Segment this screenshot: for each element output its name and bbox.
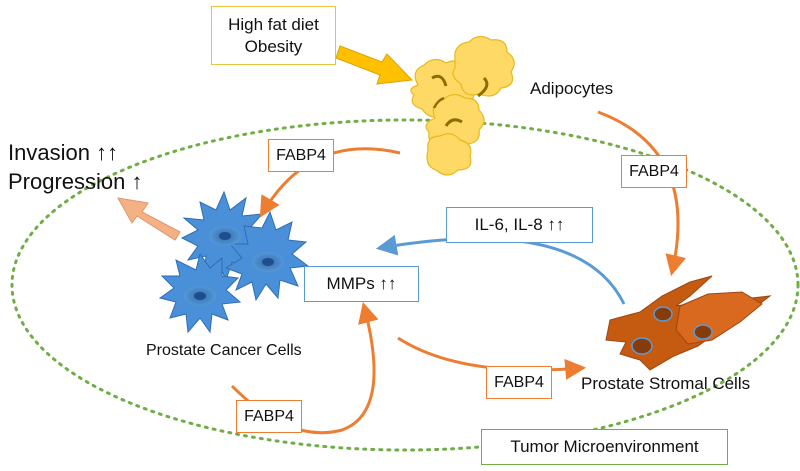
mmps-box: MMPs ↑↑ [304, 266, 419, 302]
diet-box: High fat diet Obesity [211, 6, 336, 65]
diet-box-line1: High fat diet [228, 15, 319, 35]
fabp4-box-bottom-left: FABP4 [236, 400, 302, 433]
prostate-cancer-cells [158, 190, 310, 334]
microenvironment-ellipse [10, 118, 800, 452]
adipocyte-cluster [410, 35, 515, 176]
adipocytes-label: Adipocytes [530, 79, 614, 98]
fabp4-adipocytes-to-stromal-arrow [597, 110, 686, 277]
outcome-invasion: Invasion ↑↑ [8, 140, 119, 165]
diet-to-adipocytes-arrow [335, 45, 414, 85]
outcome-progression: Progression ↑ [8, 168, 143, 194]
diet-box-line2: Obesity [244, 36, 303, 56]
progression-arrow [117, 197, 181, 241]
cytokine-arrow [375, 234, 626, 305]
cytokines-box: IL-6, IL-8 ↑↑ [446, 207, 593, 243]
microenvironment-box: Tumor Microenvironment [481, 429, 728, 465]
fabp4-box-right: FABP4 [621, 155, 687, 188]
stromal-cells-label: Prostate Stromal Cells [581, 374, 751, 393]
fabp4-box-upper-left: FABP4 [268, 139, 334, 172]
fabp4-box-bottom-middle: FABP4 [486, 366, 552, 399]
cancer-cells-label: Prostate Cancer Cells [146, 342, 302, 359]
mmps-to-stromal-arrow [397, 336, 587, 380]
outcome-text: Invasion ↑↑ Progression ↑ [8, 139, 143, 196]
prostate-stromal-cells [605, 275, 772, 371]
